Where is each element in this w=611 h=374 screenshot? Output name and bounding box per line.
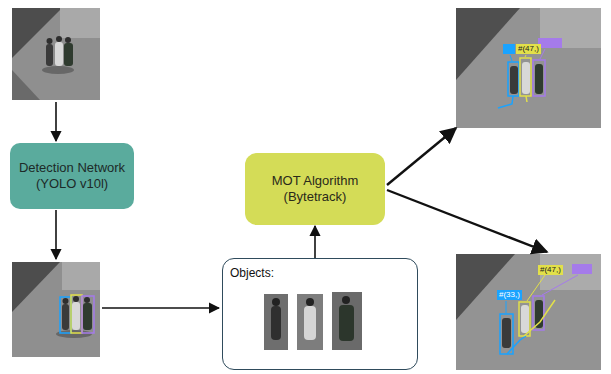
tracking-frame bbox=[456, 254, 601, 370]
process-box: Detection Network (YOLO v10l) bbox=[10, 143, 134, 209]
tracking-frame bbox=[456, 8, 601, 128]
object-crops bbox=[264, 292, 362, 350]
box-label: MOT Algorithm (Bytetrack) bbox=[253, 173, 377, 206]
flow-arrow bbox=[314, 226, 316, 258]
track-id-tag: #(33,) bbox=[497, 290, 522, 300]
objects-panel: Objects: bbox=[222, 258, 418, 370]
track-id-tag: #(47,) bbox=[538, 265, 563, 275]
process-box: MOT Algorithm (Bytetrack) bbox=[245, 153, 385, 225]
detection-frame bbox=[12, 262, 100, 357]
input-frame bbox=[12, 8, 100, 100]
track-id-tag: #(47,) bbox=[516, 44, 541, 54]
box-label: Detection Network (YOLO v10l) bbox=[18, 160, 126, 193]
panel-heading: Objects: bbox=[230, 266, 274, 281]
